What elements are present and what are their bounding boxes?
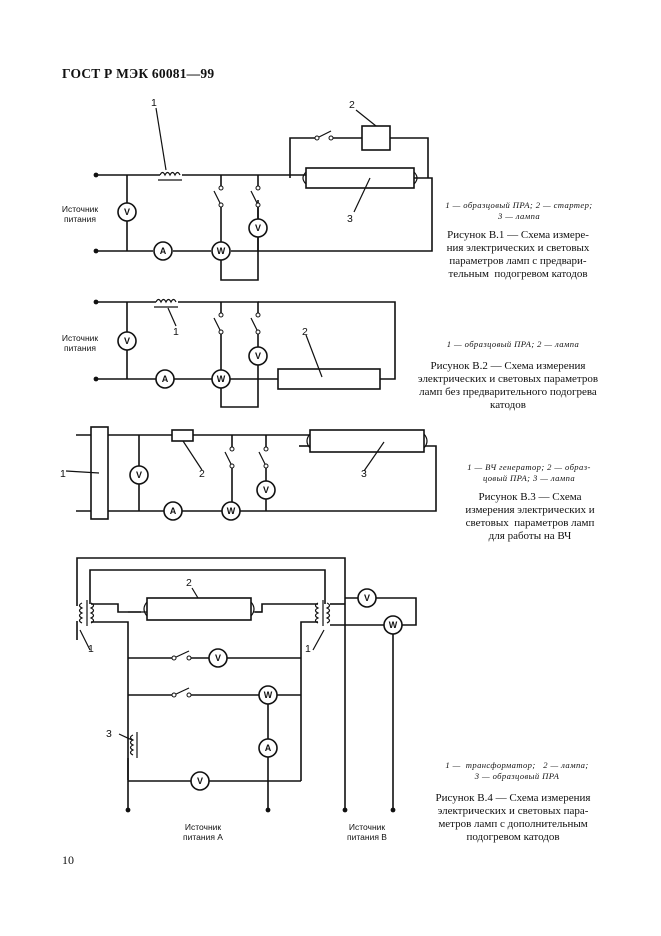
voltmeter-v3: V <box>357 588 377 608</box>
svg-text:A: A <box>170 506 177 516</box>
callout-2: 2 <box>302 326 308 338</box>
callout-2: 2 <box>199 468 205 480</box>
voltmeter-v: V <box>129 465 149 485</box>
svg-text:W: W <box>217 246 226 256</box>
callout-3: 3 <box>106 728 112 740</box>
callout-2: 2 <box>186 577 192 589</box>
svg-text:A: A <box>160 246 167 256</box>
voltmeter-v: V <box>117 331 137 351</box>
svg-text:V: V <box>255 223 261 233</box>
callout-3: 3 <box>361 468 367 480</box>
wattmeter-w: W <box>221 501 241 521</box>
callout-1: 1 <box>60 468 66 480</box>
ballast-2 <box>171 429 194 442</box>
figure-b3-diagram: V A W V 1 2 3 <box>60 426 437 521</box>
svg-text:W: W <box>217 374 226 384</box>
svg-text:V: V <box>255 351 261 361</box>
figure-b1-caption: Рисунок В.1 — Схема измере-ния электриче… <box>446 229 590 280</box>
wattmeter-w1: W <box>258 685 278 705</box>
svg-text:W: W <box>227 506 236 516</box>
voltmeter-v1: V <box>117 202 137 222</box>
lamp-2 <box>277 368 381 390</box>
figure-b4-legend: 1 — трансформатор; 2 — лампа;3 — образцо… <box>445 760 589 781</box>
voltmeter-v2: V <box>256 480 276 500</box>
ammeter-a1: A <box>153 241 173 261</box>
legend-line: 1 — образцовый ПРА; 2 — стартер; <box>445 200 593 210</box>
transformer-1-right <box>314 600 331 626</box>
callout-1: 1 <box>173 326 179 338</box>
callout-3: 3 <box>347 213 353 225</box>
svg-text:V: V <box>197 776 203 786</box>
svg-text:A: A <box>265 743 272 753</box>
svg-text:A: A <box>162 374 169 384</box>
figure-b1-legend: 1 — образцовый ПРА; 2 — стартер; 3 — лам… <box>438 200 600 222</box>
svg-text:V: V <box>364 593 370 603</box>
figure-b3-legend: 1 — ВЧ генератор; 2 — образ-цовый ПРА; 3… <box>467 462 591 483</box>
callout-1-right: 1 <box>305 643 311 655</box>
page-number: 10 <box>62 853 74 867</box>
voltmeter-v2: V <box>190 771 210 791</box>
svg-text:V: V <box>215 653 221 663</box>
svg-text:V: V <box>136 470 142 480</box>
svg-text:V: V <box>124 336 130 346</box>
voltmeter-v2: V <box>248 346 268 366</box>
ammeter-a: A <box>155 369 175 389</box>
ballast-3 <box>129 732 138 758</box>
lamp-3 <box>305 167 415 189</box>
transformer-1-left <box>78 600 95 626</box>
wattmeter-w2: W <box>383 615 403 635</box>
ammeter-a: A <box>258 738 278 758</box>
callout-1-left: 1 <box>88 643 94 655</box>
lamp-3 <box>309 429 425 453</box>
figure-b2-legend: 1 — образцовый ПРА; 2 — лампа <box>446 339 580 349</box>
ballast-coil-1 <box>158 171 182 181</box>
wattmeter-w1: W <box>211 241 231 261</box>
callout-1: 1 <box>151 97 157 109</box>
document-header: ГОСТ Р МЭК 60081—99 <box>62 66 215 81</box>
svg-text:W: W <box>389 620 398 630</box>
lamp-2 <box>146 597 252 621</box>
legend-line: 3 — лампа <box>497 211 541 221</box>
svg-text:V: V <box>124 207 130 217</box>
callout-2: 2 <box>349 99 355 111</box>
ammeter-a: A <box>163 501 183 521</box>
svg-text:W: W <box>264 690 273 700</box>
wattmeter-w: W <box>211 369 231 389</box>
starter-2 <box>361 125 391 151</box>
voltmeter-v1: V <box>208 648 228 668</box>
svg-text:V: V <box>263 485 269 495</box>
ballast-coil-1 <box>154 298 178 308</box>
voltmeter-v2: V <box>248 218 268 238</box>
